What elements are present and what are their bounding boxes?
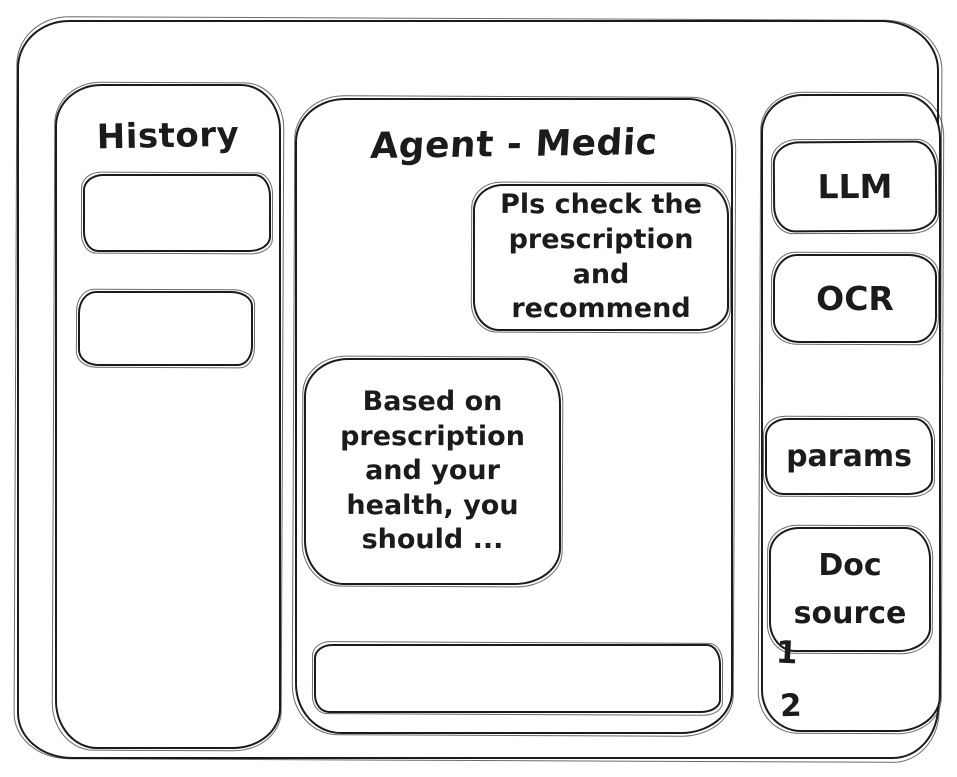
chat-input[interactable] xyxy=(314,644,721,713)
chat-panel: Agent - Medic Pls check the prescription… xyxy=(295,98,733,734)
tool-button-params[interactable]: params xyxy=(765,418,933,495)
history-panel-title: History xyxy=(96,114,240,158)
chat-message-assistant: Based on prescription and your health, y… xyxy=(304,358,561,585)
tool-button-ocr[interactable]: OCR xyxy=(773,254,937,343)
app-window: History Agent - Medic Pls check the pres… xyxy=(17,20,941,759)
chat-panel-title: Agent - Medic xyxy=(369,121,659,168)
history-item[interactable] xyxy=(83,174,271,252)
chat-message-user: Pls check the prescription and recommend xyxy=(473,184,729,331)
tool-button-doc-source[interactable]: Doc source xyxy=(769,527,931,652)
doc-source-item-1[interactable]: 1 xyxy=(775,634,799,672)
history-panel: History xyxy=(55,84,281,749)
tool-button-llm[interactable]: LLM xyxy=(772,140,938,233)
history-item[interactable] xyxy=(78,291,253,366)
doc-source-item-2[interactable]: 2 xyxy=(779,687,803,725)
tools-panel: LLM OCR params Doc source 1 2 xyxy=(761,94,941,732)
